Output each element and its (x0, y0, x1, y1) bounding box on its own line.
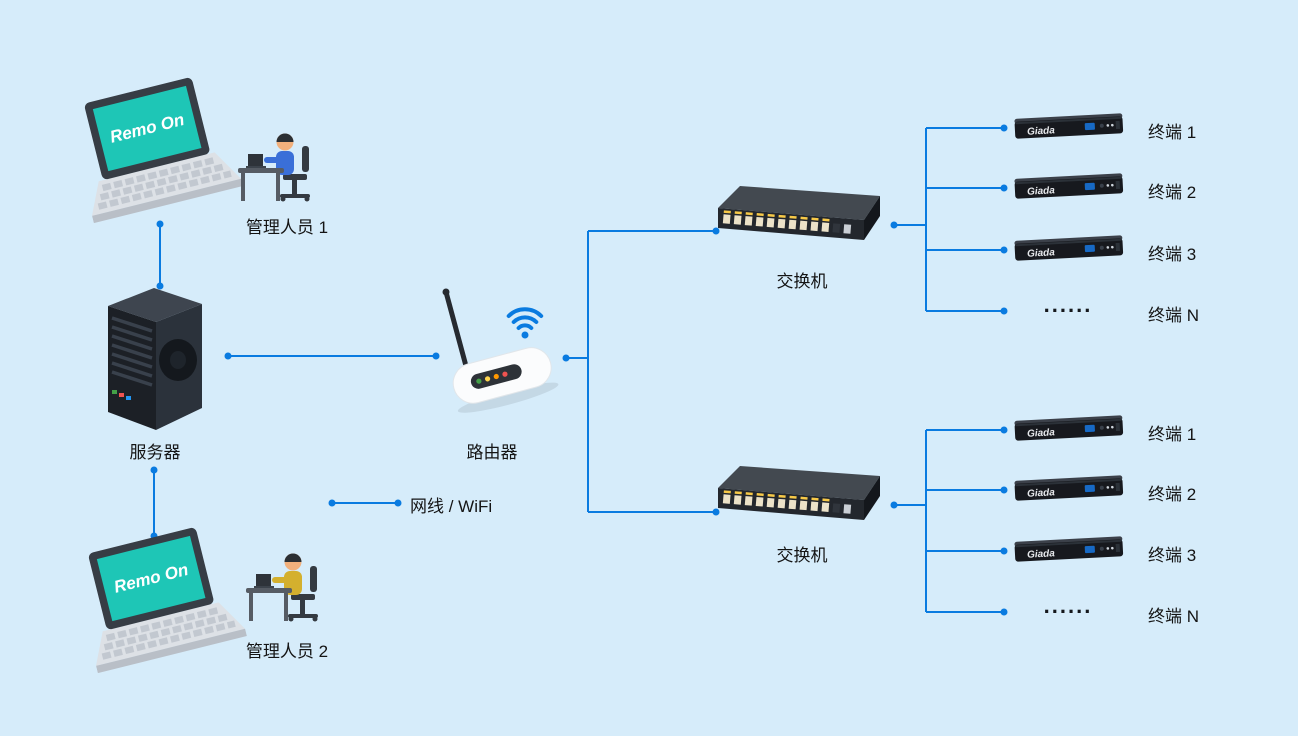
terminal-ellipsis: ...... (1043, 593, 1093, 618)
terminal-icon (1008, 533, 1130, 571)
server-label: 服务器 (129, 443, 181, 462)
terminal-icon (1008, 472, 1130, 510)
admin2-person-icon (244, 542, 339, 627)
switch2-icon (712, 466, 892, 538)
terminal-label: 终端 N (1148, 306, 1199, 325)
router-icon (430, 280, 570, 415)
terminal-label: 终端 3 (1148, 546, 1197, 565)
terminal-label: 终端 1 (1148, 123, 1197, 142)
router-label: 路由器 (466, 443, 518, 462)
admin2-label: 管理人员 2 (245, 642, 329, 661)
terminal-icon (1008, 232, 1130, 270)
switch1-icon (712, 186, 892, 258)
terminal-icon (1008, 412, 1130, 450)
admin1-person-icon (236, 122, 331, 207)
legend-label: 网线 / WiFi (410, 497, 493, 516)
terminal-icon (1008, 110, 1130, 148)
terminal-ellipsis: ...... (1043, 292, 1093, 317)
terminal-label: 终端 N (1148, 607, 1199, 626)
terminal-icon (1008, 170, 1130, 208)
admin2-laptop-icon (82, 530, 242, 670)
terminal-label: 终端 1 (1148, 425, 1197, 444)
admin1-label: 管理人员 1 (245, 218, 329, 237)
switch1-label: 交换机 (776, 272, 828, 291)
switch2-label: 交换机 (776, 546, 828, 565)
server-icon (100, 282, 210, 437)
terminal-label: 终端 3 (1148, 245, 1197, 264)
terminal-label: 终端 2 (1148, 485, 1197, 504)
admin1-laptop-icon (78, 80, 238, 220)
terminal-label: 终端 2 (1148, 183, 1197, 202)
